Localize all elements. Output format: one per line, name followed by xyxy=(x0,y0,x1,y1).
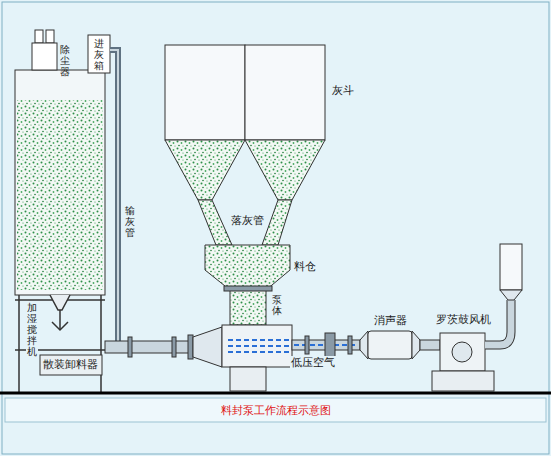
pump-chamber xyxy=(222,325,292,367)
muffler-end xyxy=(360,331,368,359)
conveying-pipe xyxy=(110,50,118,347)
pipe-flange xyxy=(305,333,352,357)
collector-vent xyxy=(35,30,43,43)
equipment-label: 进灰箱 xyxy=(94,38,104,71)
conveying-pipe-inner xyxy=(110,50,118,347)
bulk-unloader xyxy=(40,355,102,375)
equipment-label: 落灰管 xyxy=(230,214,265,227)
equipment-label: 消声器 xyxy=(374,314,407,327)
equipment-label: 泵体 xyxy=(272,294,282,316)
collector-vent xyxy=(46,30,54,43)
silo xyxy=(15,70,105,295)
equipment-label: 料仓 xyxy=(294,260,316,273)
hopper-cone xyxy=(165,140,245,200)
dust-collector xyxy=(32,43,57,70)
equipment-label: 罗茨鼓风机 xyxy=(436,313,491,326)
intake-filter xyxy=(500,244,522,290)
hopper xyxy=(245,45,325,140)
equipment-label: 灰斗 xyxy=(332,84,354,97)
pump-nozzle xyxy=(193,327,222,367)
muffler xyxy=(368,331,412,359)
pump-outlet-pipe xyxy=(105,341,195,353)
equipment-label: 加湿搅拌机 xyxy=(26,302,38,357)
silo-support xyxy=(15,295,105,392)
ash-inlet-box xyxy=(88,35,110,73)
blower-base xyxy=(432,371,494,391)
pump-flange xyxy=(224,286,272,291)
flow-label: 低压空气 xyxy=(290,356,336,369)
pump-neck xyxy=(230,290,266,325)
equipment-label: 除尘器 xyxy=(60,44,70,77)
caption: 料封泵工作流程示意图 xyxy=(221,403,331,418)
fall-pipe xyxy=(198,200,232,245)
air-flow xyxy=(228,340,290,352)
equipment-label: 散装卸料器 xyxy=(43,358,98,371)
caption-bar xyxy=(5,398,546,422)
filter-cone xyxy=(500,290,522,300)
ground-line xyxy=(0,392,551,395)
hopper-cone xyxy=(245,140,325,200)
roots-blower xyxy=(440,333,485,371)
pipe-label: 输灰管 xyxy=(125,205,135,238)
pipe-flange xyxy=(128,335,193,359)
hopper xyxy=(165,45,245,140)
fall-pipe xyxy=(262,200,292,245)
blower-casing xyxy=(452,342,472,362)
feed-bin xyxy=(205,245,290,290)
muffler-end xyxy=(412,331,420,359)
silo-ash xyxy=(17,100,103,290)
pump-base xyxy=(230,367,266,391)
air-pipe xyxy=(420,340,440,350)
